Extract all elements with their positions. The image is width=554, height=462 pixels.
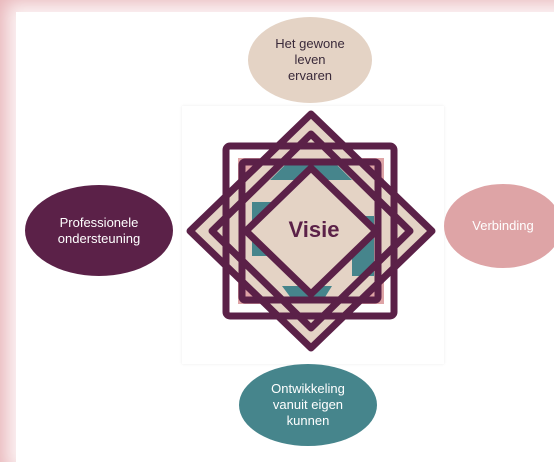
node-right: Verbinding — [444, 184, 554, 268]
outer-diamond — [186, 110, 436, 352]
node-left: Professionele ondersteuning — [25, 185, 173, 276]
outer-square — [222, 142, 398, 320]
inner-diamond — [242, 164, 380, 298]
mid-diamond — [208, 130, 414, 332]
node-top: Het gewone leven ervaren — [248, 17, 372, 103]
center-label: Visie — [289, 217, 340, 242]
star-emblem: Visie — [186, 110, 436, 352]
star-frame — [186, 110, 436, 352]
node-bottom: Ontwikkeling vanuit eigen kunnen — [239, 364, 377, 446]
